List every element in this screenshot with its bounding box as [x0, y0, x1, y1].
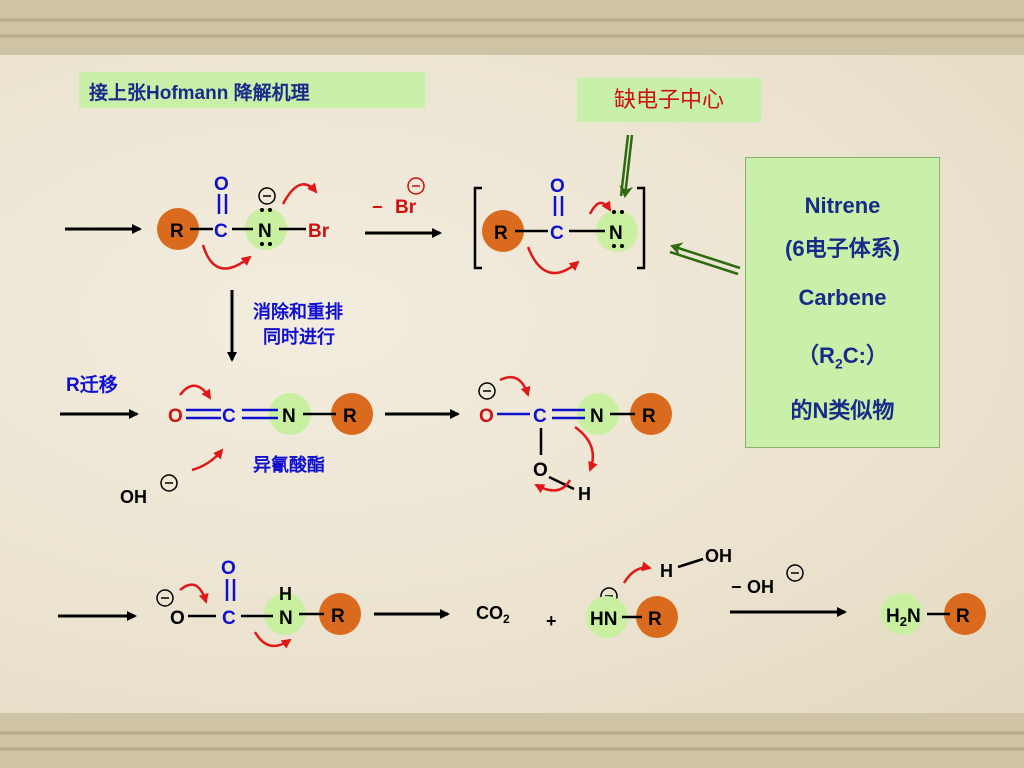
atom-r: R [494, 223, 508, 244]
right-bracket [637, 186, 646, 270]
atom-h: H [279, 584, 292, 604]
carbene-formula: （R2C:） [797, 343, 888, 372]
atom-hn: HN [590, 609, 617, 630]
plus-sign: + [546, 611, 557, 631]
atom-c: C [222, 406, 236, 427]
atom-o: O [168, 406, 183, 427]
atom-c: C [533, 406, 547, 427]
minus-sign: − [372, 197, 383, 217]
atom-n: N [258, 221, 272, 242]
atom-n: N [609, 223, 623, 244]
leaving-bromide: Br [395, 197, 417, 218]
atom-o: O [170, 608, 185, 629]
left-bracket [473, 186, 482, 270]
bottom-border-band [0, 713, 1024, 768]
decorative-border-pattern [0, 18, 1024, 751]
atom-r: R [648, 609, 662, 630]
minus-sign: − [731, 577, 742, 597]
electron-deficient-callout: 缺电子中心 [577, 78, 761, 122]
negative-charge-icon [407, 177, 425, 195]
nitrene-info-box: Nitrene (6电子体系) Carbene （R2C:） 的N类似物 [745, 157, 940, 448]
nitrene-label: Nitrene [804, 193, 881, 218]
atom-c: C [222, 608, 236, 629]
carbene-label: Carbene [798, 285, 887, 310]
negative-charge-icon [258, 187, 276, 205]
atom-br: Br [308, 221, 330, 242]
negative-charge-icon [786, 564, 804, 582]
elimination-label-2: 同时进行 [263, 326, 335, 347]
r-group-circle [331, 393, 373, 435]
nitrogen-highlight [596, 210, 638, 252]
nitrogen-highlight [264, 593, 306, 635]
isocyanate-label: 异氰酸酯 [253, 454, 325, 475]
nitrogen-highlight [577, 393, 619, 435]
amine-h2n: H2N [886, 606, 921, 629]
atom-o: O [221, 558, 236, 579]
atom-c: C [214, 221, 228, 242]
atom-h: H [660, 561, 673, 581]
atom-n: N [282, 406, 296, 427]
negative-charge-icon [156, 589, 174, 607]
top-border-band [0, 0, 1024, 55]
elimination-label-1: 消除和重排 [253, 301, 343, 322]
atom-n: N [590, 406, 604, 427]
nitrogen-highlight [586, 596, 628, 638]
atom-n: N [279, 608, 293, 629]
atom-o: O [550, 176, 565, 197]
slide-title: 接上张Hofmann 降解机理 [79, 72, 425, 108]
atom-r: R [642, 406, 656, 427]
nitrogen-highlight [881, 593, 923, 635]
atom-o: O [214, 174, 229, 195]
r-group-circle [157, 208, 199, 250]
hydroxide-reagent: OH [747, 577, 774, 597]
atom-r: R [331, 606, 345, 627]
atom-r: R [956, 606, 970, 627]
nitrene-note: (6电子体系) [785, 236, 900, 261]
atom-r: R [343, 406, 357, 427]
carbon-dioxide: CO2 [476, 603, 510, 626]
r-group-circle [482, 210, 524, 252]
r-migration-label: R迁移 [66, 373, 118, 396]
water-oh: OH [705, 546, 732, 566]
r-group-circle [319, 593, 361, 635]
hydroxide-label: OH [120, 487, 147, 507]
nitrogen-highlight [245, 208, 287, 250]
negative-charge-icon [478, 382, 496, 400]
r-group-circle [636, 596, 678, 638]
atom-h: H [578, 484, 591, 504]
atom-r: R [170, 221, 184, 242]
atom-o: O [479, 406, 494, 427]
n-analog-label: 的N类似物 [790, 398, 895, 423]
nitrogen-highlight [269, 393, 311, 435]
r-group-circle [630, 393, 672, 435]
negative-charge-icon [160, 474, 178, 492]
atom-o: O [533, 460, 548, 481]
r-group-circle [944, 593, 986, 635]
atom-c: C [550, 223, 564, 244]
